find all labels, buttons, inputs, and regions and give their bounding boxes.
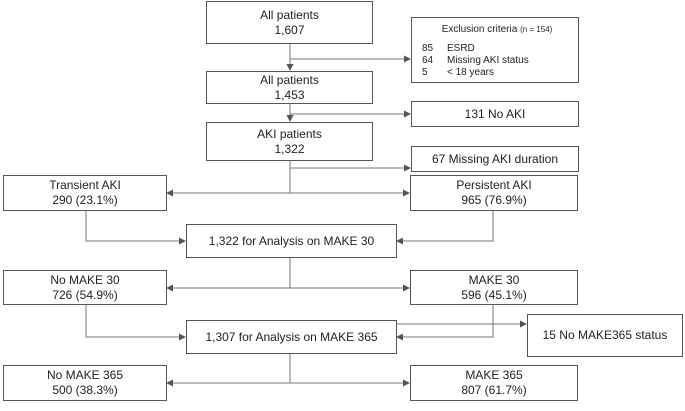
all-patients-initial-box: All patients 1,607 xyxy=(206,1,373,44)
no-make365-status-box: 15 No MAKE365 status xyxy=(527,314,683,357)
node-count: 965 (76.9%) xyxy=(461,193,527,207)
node-count: 290 (23.1%) xyxy=(52,193,118,207)
exclusion-n: (n = 154) xyxy=(520,25,553,34)
node-label: 1,307 for Analysis on MAKE 365 xyxy=(205,329,378,344)
node-title: Persistent AKI xyxy=(456,178,532,192)
aki-patients-box: AKI patients 1,322 xyxy=(206,122,373,161)
node-label: 67 Missing AKI duration xyxy=(431,151,559,166)
make365-box: MAKE 365 807 (61.7%) xyxy=(410,365,578,401)
node-title: No MAKE 365 xyxy=(46,368,124,382)
exclusion-title: Exclusion criteria (n = 154) xyxy=(441,24,553,35)
no-make30-box: No MAKE 30 726 (54.9%) xyxy=(3,270,167,305)
node-title: No MAKE 30 xyxy=(50,272,120,287)
node-count: 500 (38.3%) xyxy=(52,383,118,397)
node-count: 807 (61.7%) xyxy=(461,383,527,397)
analysis-make30-box: 1,322 for Analysis on MAKE 30 xyxy=(186,224,397,258)
no-aki-box: 131 No AKI xyxy=(411,101,579,127)
node-title: Transient AKI xyxy=(49,178,121,192)
analysis-make365-box: 1,307 for Analysis on MAKE 365 xyxy=(186,320,397,354)
node-count: 596 (45.1%) xyxy=(461,287,527,302)
node-count: 1,322 xyxy=(274,141,305,156)
node-title: MAKE 365 xyxy=(465,368,523,382)
node-count: 1,607 xyxy=(274,22,305,37)
node-title: AKI patients xyxy=(257,126,322,141)
exclusion-item: 5< 18 years xyxy=(422,67,494,78)
node-count: 726 (54.9%) xyxy=(52,287,118,302)
make30-box: MAKE 30 596 (45.1%) xyxy=(410,270,578,305)
all-patients-eligible-box: All patients 1,453 xyxy=(206,71,373,104)
node-title: All patients xyxy=(260,72,319,87)
node-label: 131 No AKI xyxy=(464,106,526,121)
transient-aki-box: Transient AKI 290 (23.1%) xyxy=(3,175,167,211)
node-label: 15 No MAKE365 status xyxy=(542,328,668,342)
node-title: MAKE 30 xyxy=(468,272,520,287)
persistent-aki-box: Persistent AKI 965 (76.9%) xyxy=(410,175,578,211)
no-make365-box: No MAKE 365 500 (38.3%) xyxy=(3,365,167,401)
node-count: 1,453 xyxy=(274,87,305,102)
node-label: 1,322 for Analysis on MAKE 30 xyxy=(208,233,375,248)
node-title: All patients xyxy=(260,7,319,22)
missing-aki-duration-box: 67 Missing AKI duration xyxy=(411,146,579,172)
